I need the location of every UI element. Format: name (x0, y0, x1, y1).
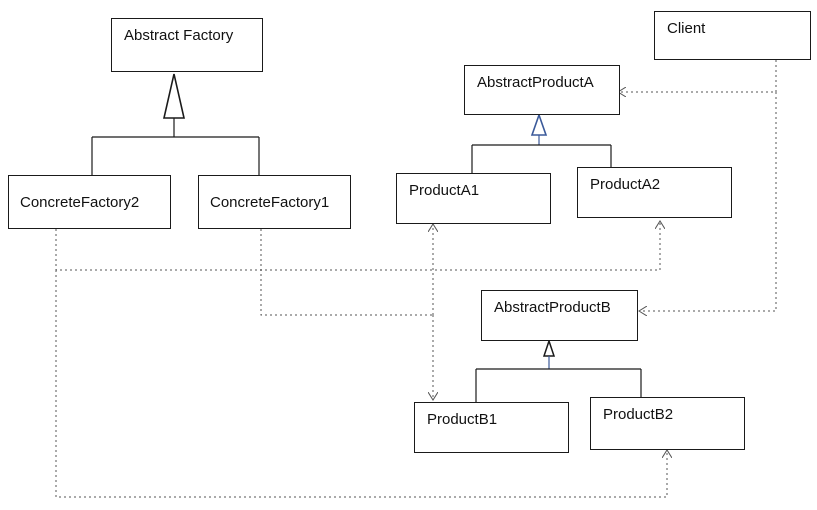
product-b2-box: ProductB2 (590, 397, 745, 450)
product-b-generalization (475, 338, 642, 402)
concrete-factory-1-label: ConcreteFactory1 (210, 193, 330, 211)
product-b-inheritance-triangle (542, 338, 556, 357)
client-label: Client (667, 20, 706, 37)
factory1-to-products (260, 229, 433, 316)
abstract-product-b-label: AbstractProductB (494, 299, 611, 316)
product-a-generalization (471, 112, 612, 173)
factory-generalization (91, 73, 260, 175)
product-a1-box: ProductA1 (396, 173, 551, 224)
product-a1-label: ProductA1 (409, 182, 480, 199)
factory-inheritance-triangle (162, 73, 186, 119)
client-to-abstract-product-a (618, 60, 777, 92)
product-b1-box: ProductB1 (414, 402, 569, 453)
product-b1-label: ProductB1 (427, 411, 498, 428)
product-b2-label: ProductB2 (603, 406, 674, 423)
concrete-factory-2-label: ConcreteFactory2 (20, 193, 140, 211)
abstract-product-b-box: AbstractProductB (481, 290, 638, 341)
client-box: Client (654, 11, 811, 60)
concrete-factory-1-box: ConcreteFactory1 (198, 175, 351, 229)
product-a-inheritance-triangle (530, 112, 548, 136)
product-a2-label: ProductA2 (590, 176, 661, 193)
abstract-factory-box: Abstract Factory (111, 18, 263, 72)
factory2-to-product-b2 (55, 270, 667, 498)
abstract-factory-label: Abstract Factory (124, 27, 234, 44)
abstract-product-a-label: AbstractProductA (477, 74, 594, 91)
abstract-product-a-box: AbstractProductA (464, 65, 620, 115)
dependency-lines (55, 60, 777, 498)
product-a2-box: ProductA2 (577, 167, 732, 218)
client-to-abstract-product-b (639, 92, 777, 311)
factory2-to-product-a2 (55, 221, 660, 271)
concrete-factory-2-box: ConcreteFactory2 (8, 175, 171, 229)
